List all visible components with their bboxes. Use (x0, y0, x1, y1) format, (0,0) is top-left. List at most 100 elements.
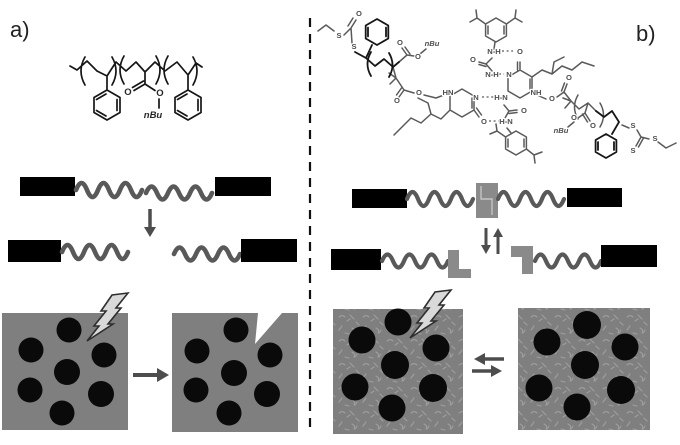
chem-b-bonds-black (354, 18, 620, 159)
urea-right-o-label: O (521, 106, 527, 115)
hard-domain-circle (573, 311, 601, 339)
oxygen-label-1: O (356, 9, 362, 18)
upy-unit-right (511, 246, 533, 274)
hard-domain-circle (221, 360, 247, 386)
hard-domain-circle (533, 328, 561, 356)
hard-domain-circle (378, 394, 406, 422)
chem-a-nbu-label: nBu (144, 110, 163, 121)
chem-structure-b: S O S O O nBu O O N-H O O N-H N HN N H-N… (317, 8, 677, 164)
down-arrow-head (481, 245, 491, 254)
chem-a-ester-o-label: O (156, 88, 163, 99)
fracture-arrow (133, 368, 169, 382)
hbond-row2-nh-label: N-H (485, 70, 499, 79)
upy-dimer-connector (476, 183, 498, 218)
fragment-block-right (241, 239, 297, 262)
chem-a-bonds (69, 55, 203, 121)
scission-arrow (144, 209, 156, 237)
soft-chain-wave-right (143, 184, 215, 202)
fragment-block-left (331, 249, 381, 270)
oxygen-label-8: O (571, 113, 577, 122)
sulfur-label-1: S (336, 31, 341, 40)
fragment-wave-right (532, 252, 604, 270)
hard-domain-circle (419, 374, 447, 402)
oxygen-label-2: O (397, 38, 403, 47)
hbond-row2-n-label: N (506, 70, 511, 79)
fragment-wave-right (171, 245, 243, 263)
sulfur-label-2: S (351, 42, 356, 51)
hard-domain-circle (384, 308, 412, 336)
ring-nh-label: NH (531, 88, 542, 97)
chain-fragments (8, 239, 297, 263)
hard-domain-circle (184, 338, 210, 364)
oxygen-label-7: O (566, 73, 572, 82)
hbond-row3-n-label: N (473, 93, 478, 102)
oxygen-label-9: O (590, 121, 596, 130)
hard-block-right (215, 177, 271, 196)
hard-domain-circle (257, 342, 283, 368)
chem-structure-a: O O nBu (69, 55, 203, 122)
matrix-a-cracked (172, 313, 298, 432)
equilibrium-arrows-horizontal (472, 353, 504, 377)
left-arrow-head (474, 353, 485, 365)
hard-block-left (352, 189, 407, 208)
sulfur-label-4: S (630, 146, 635, 155)
fragment-wave-left (379, 252, 451, 270)
hard-block-right (567, 188, 622, 207)
panel-a-label: a) (10, 17, 30, 42)
hard-domain-circle (571, 351, 599, 379)
hard-domain-circle (18, 337, 44, 363)
hard-domain-circle (563, 393, 591, 421)
hard-domain-circle (183, 377, 209, 403)
fragment-block-right (601, 245, 657, 267)
oxygen-label-6: O (549, 94, 555, 103)
oxygen-label-3: O (415, 52, 421, 61)
hard-block-left (20, 177, 75, 196)
nbu-left-label: nBu (425, 39, 440, 48)
triblock-chain-intact (20, 177, 271, 202)
hard-domain-circle (91, 342, 117, 368)
hbond-row3-hn-label: H-N (494, 93, 508, 102)
matrix-b-damaged (333, 289, 463, 434)
nbu-right-label: nBu (554, 126, 569, 135)
hard-domain-circle (525, 374, 553, 402)
hard-domain-circle (341, 373, 369, 401)
upy-unit-left (448, 250, 471, 278)
hard-domain-circle (381, 351, 409, 379)
ring-hn-label: HN (443, 88, 454, 97)
upy-chain-joined (352, 183, 622, 218)
hard-domain-circle (216, 400, 242, 426)
soft-chain-wave-left (404, 189, 476, 209)
hbond-row4-hn-label: H-N (499, 117, 513, 126)
hard-domain-circle (56, 317, 82, 343)
hard-domain-circle (611, 333, 639, 361)
up-arrow-head (493, 228, 503, 237)
sulfur-label-5: S (652, 134, 657, 143)
soft-chain-wave-left (73, 180, 145, 200)
chem-b-hbond-dashes (482, 50, 513, 122)
fracture-arrow-head (157, 368, 169, 382)
panel-b-label: b) (636, 21, 656, 46)
crack-notch (255, 313, 282, 344)
hard-domain-circle (422, 334, 450, 362)
sulfur-label-3: S (630, 121, 635, 130)
chem-b-bonds-gray (317, 9, 677, 164)
matrix-a-damaged (2, 292, 129, 430)
hard-domain-circle (17, 377, 43, 403)
hard-domain-circle (49, 400, 75, 426)
hard-domain-circle (54, 359, 80, 385)
hbond-row1-nh-label: N-H (487, 47, 501, 56)
soft-chain-wave-right (495, 189, 567, 209)
hbond-row4-o-label: O (481, 117, 487, 126)
hard-domain-circle (348, 326, 376, 354)
oxygen-label-4: O (394, 96, 400, 105)
fragment-wave-left (59, 242, 131, 262)
fragment-block-left (8, 240, 61, 262)
chem-a-carbonyl-o-label: O (124, 87, 131, 98)
oxygen-label-5: O (416, 88, 422, 97)
urea-left-o-label: O (470, 55, 476, 64)
upy-chain-dissociated (331, 245, 657, 278)
scission-arrow-head (144, 227, 156, 237)
upy-dimer-interface-line (480, 186, 493, 215)
right-arrow-head (491, 365, 502, 377)
